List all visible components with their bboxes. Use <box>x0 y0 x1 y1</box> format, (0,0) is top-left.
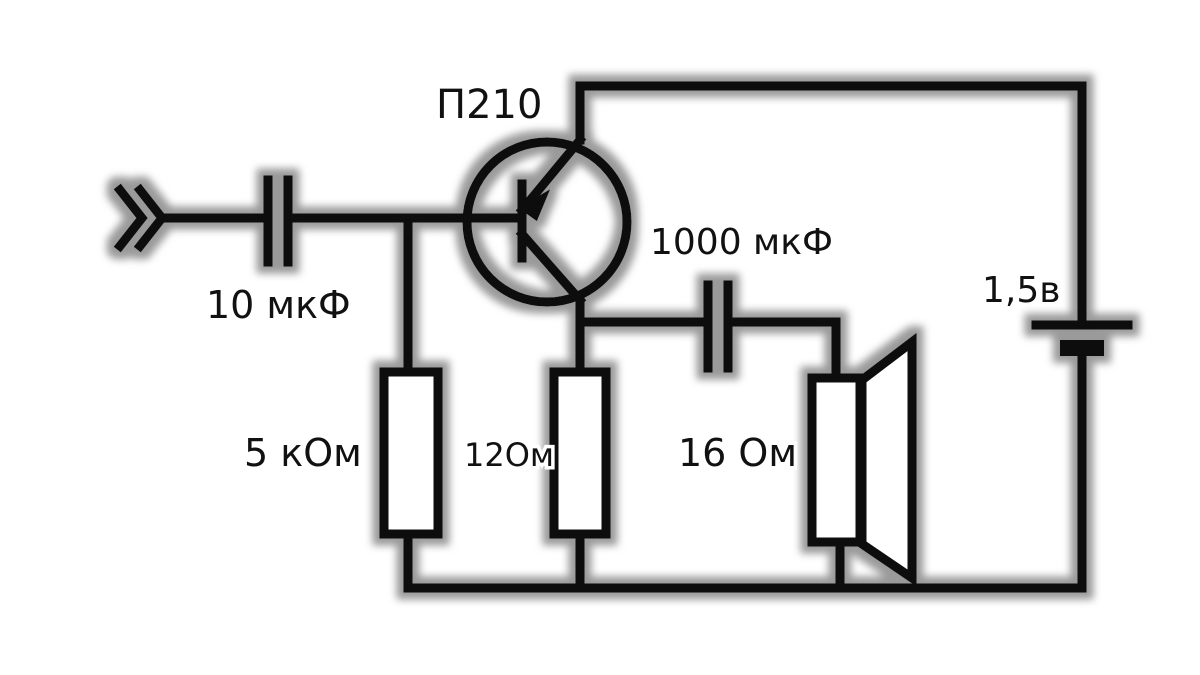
battery-symbol <box>1031 320 1133 356</box>
transistor-symbol <box>462 133 632 307</box>
input-capacitor <box>263 175 293 267</box>
bias-resistor <box>379 367 443 539</box>
emitter-resistor-label: 12Ом <box>464 436 554 474</box>
bias-resistor-label: 5 кОм <box>244 431 362 475</box>
emitter-wire <box>575 295 841 383</box>
input-capacitor-label: 10 мкФ <box>206 283 351 327</box>
bottom-wire <box>403 529 919 593</box>
output-capacitor-label: 1000 мкФ <box>650 222 833 263</box>
transistor-label: П210 <box>436 82 542 128</box>
speaker-icon <box>807 332 917 587</box>
input-jack-icon <box>113 183 168 253</box>
battery-return-wire <box>909 351 1087 593</box>
battery-label: 1,5в <box>982 270 1060 311</box>
top-wire <box>575 81 1087 325</box>
output-capacitor <box>703 280 733 373</box>
emitter-resistor <box>549 367 611 539</box>
speaker-label: 16 Ом <box>678 431 797 475</box>
